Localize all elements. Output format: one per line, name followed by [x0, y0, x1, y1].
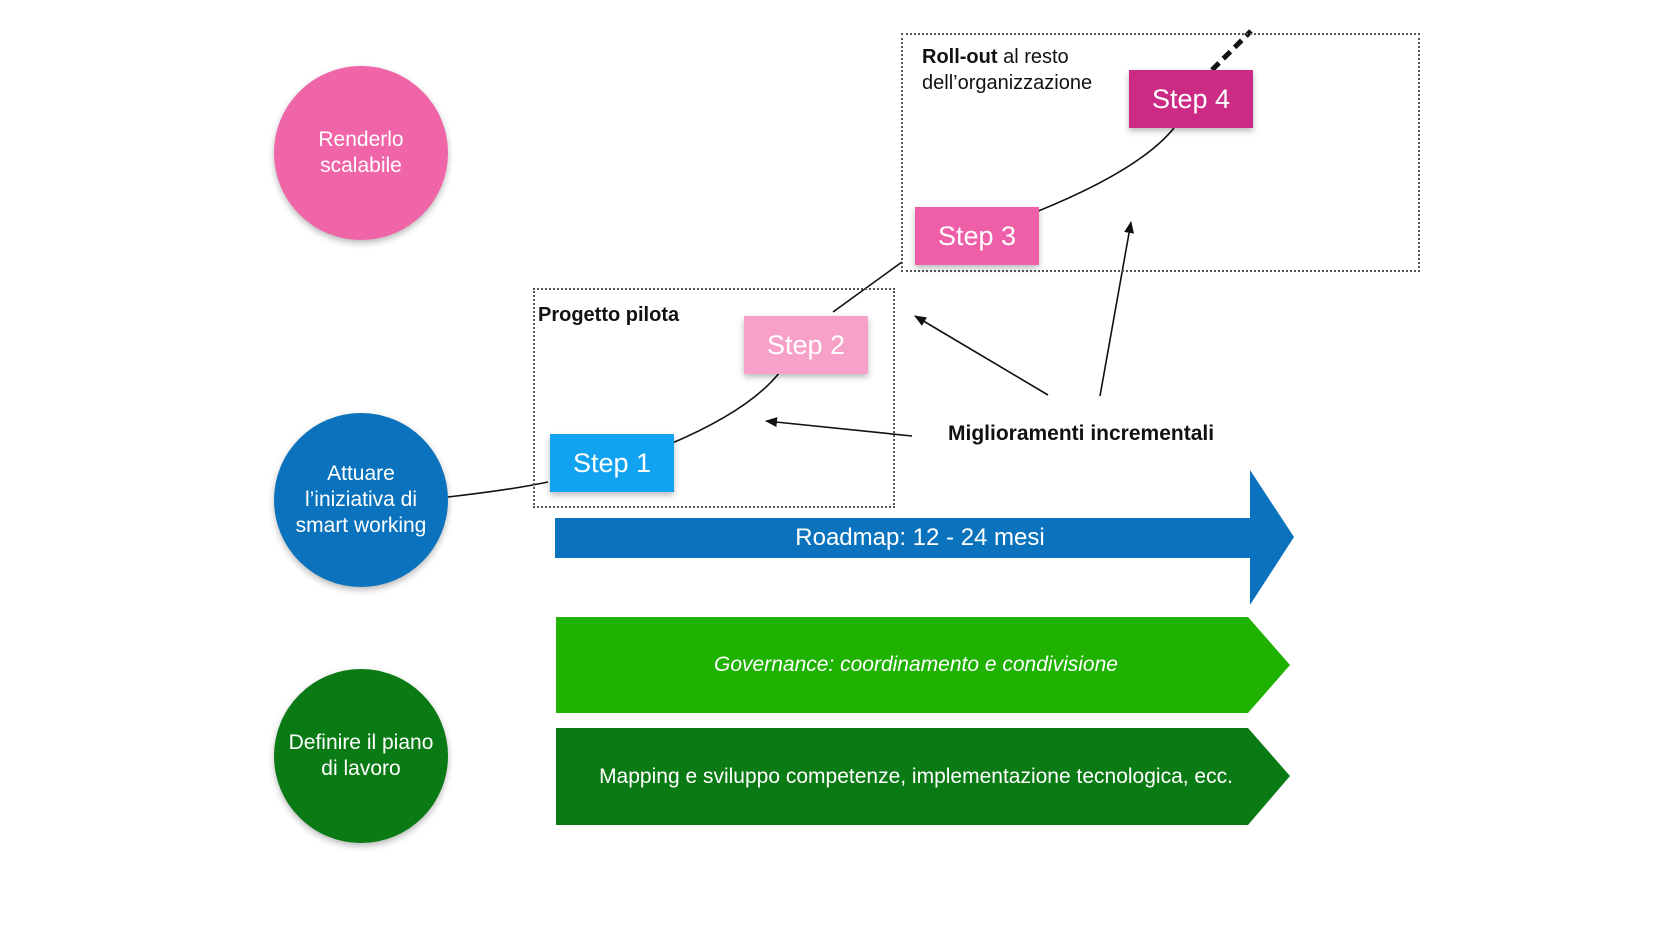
pilot-frame-title: Progetto pilota: [538, 304, 680, 326]
progress-curve: [447, 127, 1175, 498]
improvement-arrow-step1: [765, 417, 913, 437]
rollout-frame: [901, 33, 1420, 272]
improvement-arrow-rollout: [1099, 221, 1134, 397]
step-2-box: Step 2: [744, 316, 868, 374]
improvements-label: Miglioramenti incrementali: [948, 422, 1215, 445]
rollout-title-bold: Roll-out: [922, 46, 998, 68]
rollout-title-rest: al resto: [997, 46, 1069, 68]
improvement-arrow-step2: [914, 315, 1049, 396]
circle-implement: Attuare l’iniziativa di smart working: [274, 413, 448, 587]
circle-define: Definire il piano di lavoro: [274, 669, 448, 843]
mapping-label: Mapping e sviluppo competenze, implement…: [599, 764, 1233, 788]
step-4-box: Step 4: [1129, 70, 1253, 128]
mapping-arrow: [556, 728, 1290, 825]
pilot-frame: [533, 288, 895, 508]
continuation-dash: [1210, 29, 1253, 72]
circle-scalable: Renderlo scalabile: [274, 66, 448, 240]
roadmap-label: Roadmap: 12 - 24 mesi: [795, 524, 1045, 551]
rollout-title-line2: dell’organizzazione: [922, 72, 1093, 94]
governance-arrow: [556, 617, 1290, 713]
governance-label: Governance: coordinamento e condivisione: [714, 653, 1118, 676]
roadmap-arrow: [555, 470, 1294, 605]
rollout-frame-title: Roll-out al resto dell’organizzazione: [922, 44, 1092, 96]
step-1-box: Step 1: [550, 434, 674, 492]
step-3-box: Step 3: [915, 207, 1039, 265]
